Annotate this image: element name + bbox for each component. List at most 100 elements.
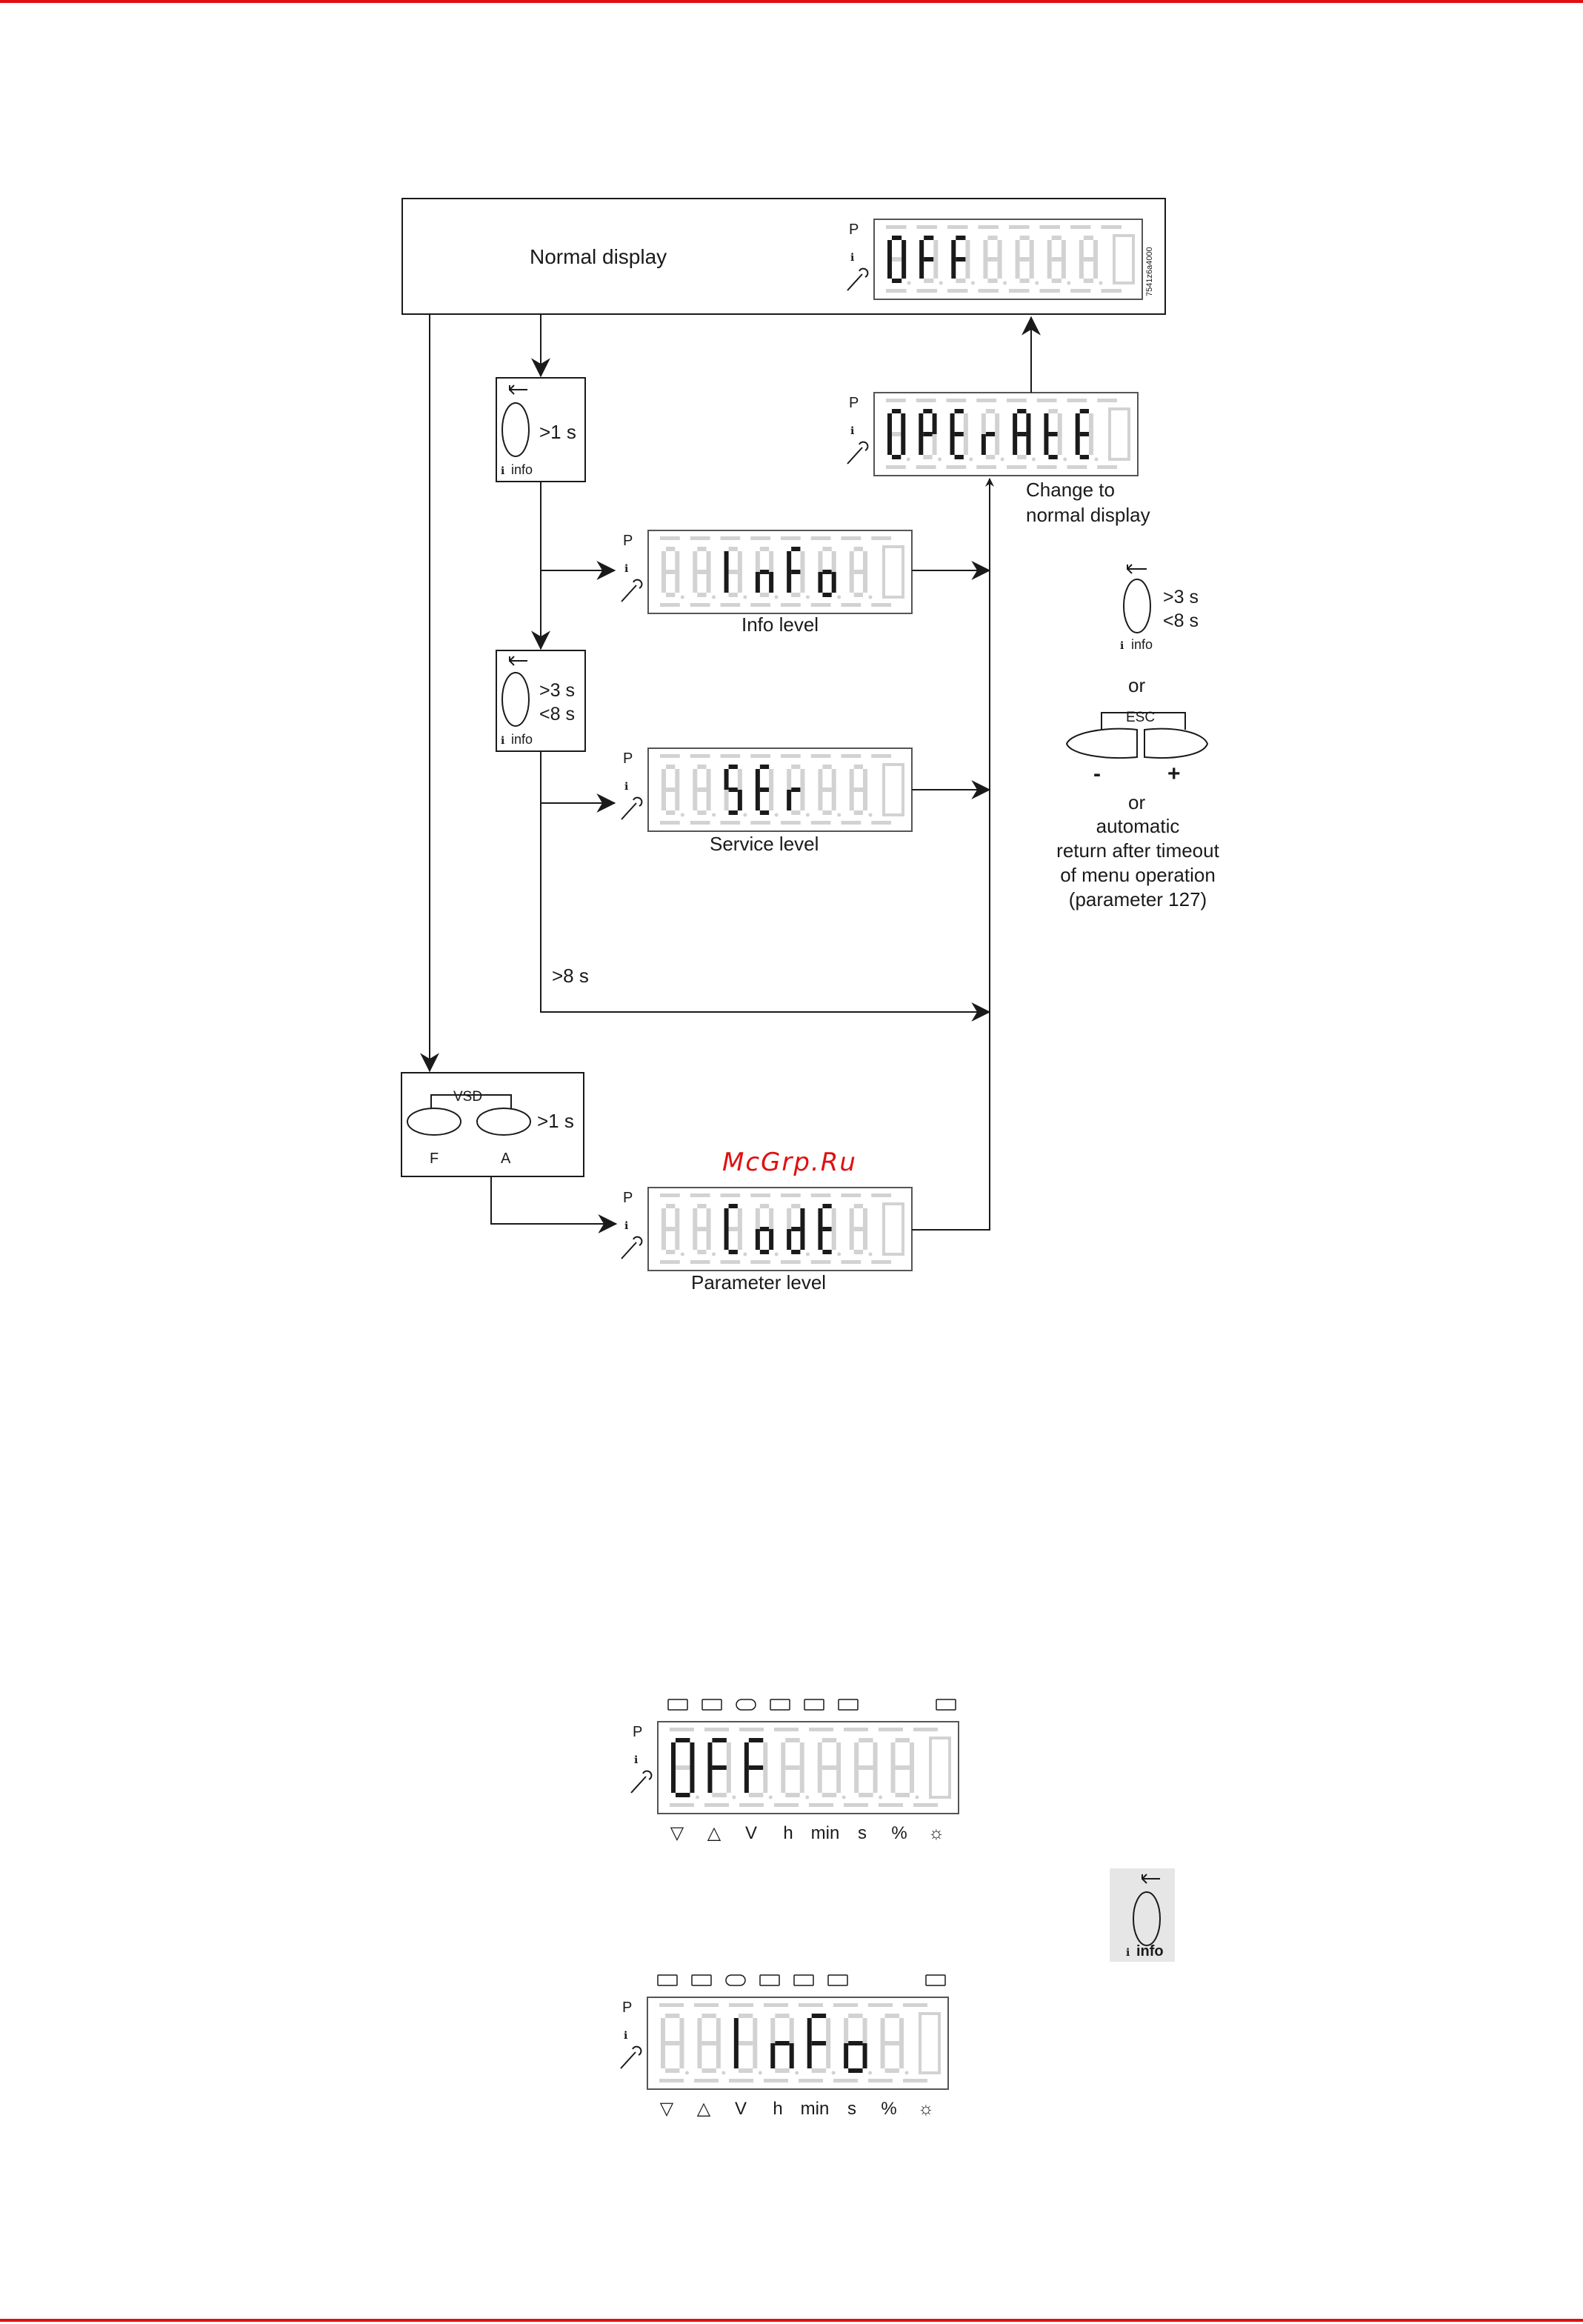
lcd-segment <box>791 765 801 769</box>
lcd-dash <box>720 1260 741 1264</box>
lcd-symbol-block <box>1113 234 1135 284</box>
lcd-segment <box>849 572 854 593</box>
lcd-decimal-point <box>712 1252 716 1256</box>
lcd-segment <box>1083 257 1093 262</box>
lcd-dash <box>659 2003 684 2007</box>
lcd-segment <box>728 765 738 769</box>
lcd-segment <box>884 2041 899 2045</box>
lcd-dash <box>660 603 680 607</box>
lcd-segment <box>1029 240 1034 259</box>
lcd-segment <box>1013 434 1018 455</box>
lcd-segment <box>769 790 774 810</box>
lcd-segment <box>789 2043 794 2068</box>
lcd-segment <box>661 551 666 572</box>
lcd-segment <box>665 2041 680 2045</box>
lcd-dash <box>871 603 891 607</box>
lcd-segment <box>822 547 832 551</box>
lcd-segment <box>800 551 805 572</box>
lcd-segment <box>1026 413 1031 434</box>
lcd-dash <box>841 1193 862 1197</box>
lcd-decimal-point <box>795 2071 799 2075</box>
minus-label: - <box>1093 762 1101 786</box>
lcd-segment <box>770 2043 776 2068</box>
lcd-segment <box>818 1208 823 1229</box>
lcd-dash <box>1039 289 1060 293</box>
lcd-segment <box>701 2068 716 2073</box>
lcd-segment <box>1017 455 1027 459</box>
lcd-dash <box>868 2079 893 2082</box>
lcd-segment <box>1079 432 1089 436</box>
lcd-decimal-point <box>732 1795 736 1799</box>
lcd-segment <box>919 259 924 279</box>
lcd-segment <box>831 572 836 593</box>
lcd-segment <box>785 1793 800 1797</box>
lcd-dash <box>739 1728 764 1731</box>
lcd-segment <box>892 409 902 413</box>
lcd-segment <box>1048 409 1058 413</box>
lcd-segment <box>1044 413 1049 434</box>
lcd-segment <box>1061 240 1066 259</box>
lcd-decimal-point <box>758 2071 762 2075</box>
lcd-segment <box>853 1227 863 1231</box>
lcd-decimal-point <box>939 281 943 285</box>
lcd-segment <box>859 1793 873 1797</box>
lcd-segment <box>987 257 998 262</box>
damper-icon <box>804 1699 824 1711</box>
lcd-decimal-point <box>970 281 975 285</box>
lcd-dash <box>841 603 862 607</box>
lcd-dash <box>916 465 936 469</box>
lcd-segment <box>666 765 676 769</box>
lcd-dash <box>810 1193 831 1197</box>
lcd-dash <box>1097 465 1117 469</box>
lcd-segment <box>817 1768 822 1793</box>
transformer-icon <box>770 1699 790 1711</box>
lcd-dash <box>781 1193 801 1197</box>
lcd-dash <box>739 1803 764 1807</box>
lcd-segment <box>755 790 760 810</box>
lcd-segment <box>697 1227 707 1231</box>
lcd-dash <box>1097 399 1117 402</box>
lcd-decimal-point <box>915 1795 919 1799</box>
lcd-segment <box>706 1208 711 1229</box>
lcd-segment <box>712 1765 727 1770</box>
lcd-segment <box>822 788 832 792</box>
lcd-decimal-point <box>938 457 942 462</box>
lcd-dash <box>750 754 770 758</box>
info-button-label: info <box>1136 1943 1164 1960</box>
lcd-dash <box>781 536 801 540</box>
lcd-segment <box>892 279 902 283</box>
lcd-frame <box>647 1187 913 1271</box>
lcd-segment <box>1047 259 1052 279</box>
lcd-decimal-point <box>904 2071 909 2075</box>
lcd-segment <box>744 1742 749 1768</box>
lcd-segment <box>693 572 698 593</box>
lcd-frame <box>873 219 1143 300</box>
lcd-decimal-point <box>721 2071 726 2075</box>
lcd-segment <box>923 409 933 413</box>
lcd-dash <box>720 1193 741 1197</box>
lcd-segment <box>924 279 934 283</box>
lcd-unit-label: min <box>811 1823 840 1843</box>
lcd-decimal-point <box>1067 281 1071 285</box>
lcd-dash <box>844 1728 868 1731</box>
fuel-valve-icon <box>667 1699 688 1711</box>
lcd-dash <box>841 821 862 825</box>
lcd-unit-label: s <box>847 2099 856 2119</box>
lcd-dash <box>764 2003 788 2007</box>
lcd-dash <box>799 2079 823 2082</box>
lcd-segment <box>800 790 805 810</box>
lcd-segment <box>724 769 729 790</box>
lcd-segment <box>954 409 964 413</box>
lcd-segment <box>675 1208 680 1229</box>
lcd-segment <box>890 1768 896 1793</box>
lcd-segment <box>1083 236 1093 240</box>
esc-bracket <box>1101 712 1186 730</box>
lcd-segment <box>759 788 770 792</box>
lcd-segment <box>844 2018 849 2043</box>
lcd-unit-label: % <box>891 1823 907 1843</box>
lcd-unit-label: ☼ <box>918 2099 934 2119</box>
lcd-decimal-point <box>1000 457 1004 462</box>
lcd-dash <box>903 2079 927 2082</box>
lcd-dash <box>871 1260 891 1264</box>
